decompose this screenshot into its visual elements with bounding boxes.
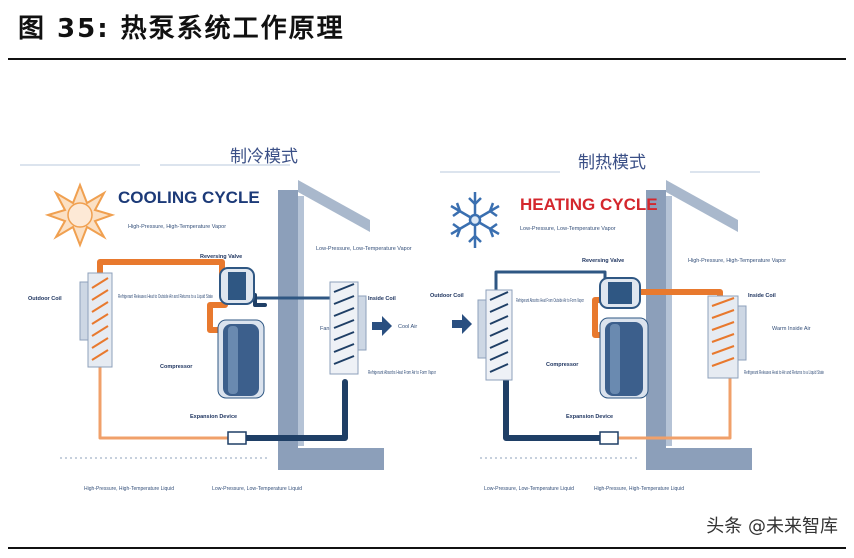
cooling-absorb-note: Refrigerant Absorbs Heat From Air to For… bbox=[368, 370, 436, 376]
heating-house bbox=[440, 171, 760, 470]
cooling-inside-coil bbox=[329, 281, 367, 375]
cooling-outdoor-coil bbox=[79, 272, 113, 368]
heating-hp-liquid-label: High-Pressure, High-Temperature Liquid bbox=[594, 486, 684, 492]
heating-compressor-label: Compressor bbox=[546, 362, 579, 368]
heating-outdoor-coil-label: Outdoor Coil bbox=[430, 293, 464, 299]
heating-lp-liquid-label: Low-Pressure, Low-Temperature Liquid bbox=[484, 486, 574, 492]
cooling-lp-vapor-label: Low-Pressure, Low-Temperature Vapor bbox=[316, 246, 412, 252]
heating-mode-label: 制热模式 bbox=[578, 153, 646, 173]
cooling-cycle-title: COOLING CYCLE bbox=[118, 188, 260, 207]
cooling-hp-liquid-label: High-Pressure, High-Temperature Liquid bbox=[84, 486, 174, 492]
heating-reversing-valve-label: Reversing Valve bbox=[582, 258, 624, 264]
heating-inside-coil-label: Inside Coil bbox=[748, 293, 776, 299]
heating-expansion-device bbox=[599, 431, 619, 445]
cooling-hp-vapor-label: High-Pressure, High-Temperature Vapor bbox=[128, 224, 226, 230]
heating-panel: 制热模式 HEATING CYCLE bbox=[430, 153, 824, 492]
heating-cycle-title: HEATING CYCLE bbox=[520, 195, 658, 214]
bottom-rule bbox=[8, 547, 846, 549]
top-rule bbox=[8, 58, 846, 60]
heating-compressor bbox=[599, 277, 649, 399]
cooling-mode-label: 制冷模式 bbox=[230, 147, 298, 167]
watermark: 头条 @未来智库 bbox=[706, 516, 838, 537]
heating-inside-coil bbox=[707, 295, 747, 379]
airflow-arrow-icon bbox=[452, 314, 472, 334]
cooling-compressor bbox=[217, 267, 265, 399]
cooling-panel: 制冷模式 COOLING CYCLE bbox=[20, 147, 436, 492]
snowflake-icon bbox=[450, 192, 500, 248]
cooling-reversing-valve-label: Reversing Valve bbox=[200, 254, 242, 260]
heating-absorb-note: Refrigerant Absorbs Heat From Outside Ai… bbox=[516, 298, 584, 304]
cooling-compressor-label: Compressor bbox=[160, 364, 193, 370]
cooling-release-note: Refrigerant Releases Heat to Outside Air… bbox=[118, 294, 213, 300]
cooling-fan-label: Fan bbox=[320, 326, 329, 332]
cooling-inside-coil-label: Inside Coil bbox=[368, 296, 396, 302]
airflow-arrow-icon bbox=[372, 316, 392, 336]
cooling-lp-liquid-label: Low-Pressure, Low-Temperature Liquid bbox=[212, 486, 302, 492]
heating-lp-vapor-label: Low-Pressure, Low-Temperature Vapor bbox=[520, 226, 616, 232]
cooling-house bbox=[20, 164, 384, 470]
cooling-expansion-device-label: Expansion Device bbox=[190, 414, 237, 420]
cooling-outdoor-coil-label: Outdoor Coil bbox=[28, 296, 62, 302]
sun-icon bbox=[44, 182, 116, 248]
heating-hp-vapor-label: High-Pressure, High-Temperature Vapor bbox=[688, 258, 786, 264]
figure-title: 图 35: 热泵系统工作原理 bbox=[18, 14, 345, 44]
heating-release-note: Refrigerant Releases Heat to Air and Ret… bbox=[744, 370, 824, 376]
cooling-cool-air-label: Cool Air bbox=[398, 324, 417, 330]
heating-outdoor-coil bbox=[477, 289, 513, 381]
heating-warm-air-label: Warm Inside Air bbox=[772, 326, 811, 332]
heating-expansion-device-label: Expansion Device bbox=[566, 414, 613, 420]
cooling-expansion-device bbox=[227, 431, 247, 445]
